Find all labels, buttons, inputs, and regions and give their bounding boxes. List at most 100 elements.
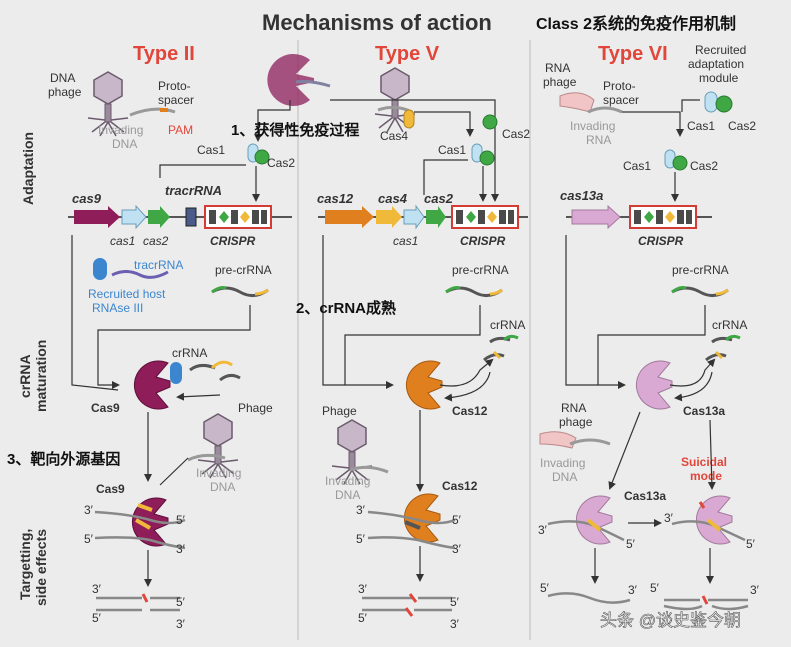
cas9-icon — [133, 360, 171, 410]
svg-text:3′: 3′ — [84, 503, 94, 517]
svg-text:Proto-: Proto- — [603, 79, 636, 93]
svg-text:cas4: cas4 — [378, 191, 408, 206]
svg-text:crRNA: crRNA — [712, 318, 747, 332]
main-title: Mechanisms of action — [262, 10, 492, 35]
svg-text:RNAse III: RNAse III — [92, 301, 143, 315]
svg-text:pre-crRNA: pre-crRNA — [672, 263, 729, 277]
dna-phage-label: DNA — [50, 71, 75, 85]
pre-crrna-label: pre-crRNA — [215, 263, 272, 277]
svg-text:spacer: spacer — [603, 93, 639, 107]
cas2-icon — [254, 149, 270, 165]
svg-text:5′: 5′ — [176, 513, 186, 527]
svg-text:3′: 3′ — [750, 583, 760, 597]
row-label-targeting: Targetting, — [17, 529, 33, 600]
svg-text:3′: 3′ — [358, 582, 368, 596]
svg-text:5′: 5′ — [176, 595, 186, 609]
gene-cas2-arrow — [148, 206, 170, 228]
svg-text:Invading: Invading — [570, 119, 615, 133]
cas9-target-label: Cas9 — [96, 482, 125, 496]
svg-text:3′: 3′ — [176, 617, 186, 631]
gene-cas12-arrow — [325, 206, 374, 228]
tracrrna-label: tracrRNA — [134, 258, 183, 272]
cas4-icon — [403, 109, 415, 129]
row-label-maturation: maturation — [33, 340, 49, 412]
crrna-label: crRNA — [172, 346, 207, 360]
svg-text:3′: 3′ — [356, 503, 366, 517]
svg-text:cas1: cas1 — [110, 234, 135, 248]
svg-text:3′: 3′ — [628, 583, 638, 597]
type5-cas1-label: Cas1 — [438, 143, 466, 157]
svg-text:5′: 5′ — [450, 595, 460, 609]
svg-text:Cas1: Cas1 — [623, 159, 651, 173]
svg-text:CRISPR: CRISPR — [460, 234, 506, 248]
svg-text:Cas13a: Cas13a — [624, 489, 666, 503]
svg-text:Recruited: Recruited — [695, 43, 746, 57]
svg-text:Phage: Phage — [322, 404, 357, 418]
svg-text:5′: 5′ — [356, 532, 366, 546]
pam-label: PAM — [168, 123, 193, 137]
rnase-iii-icon — [93, 258, 107, 280]
phage-label: Phage — [238, 401, 273, 415]
cas9-adaptation-icon — [267, 54, 314, 107]
svg-text:DNA: DNA — [335, 488, 360, 502]
overlay-title: Class 2系统的免疫作用机制 — [536, 14, 736, 33]
type6-column: RNA phage Proto- spacer Invading RNA Rec… — [538, 43, 760, 611]
svg-text:adaptation: adaptation — [688, 57, 744, 71]
svg-text:RNA: RNA — [586, 133, 611, 147]
svg-text:3′: 3′ — [176, 542, 186, 556]
step2-annotation: 2、crRNA成熟 — [296, 299, 396, 317]
svg-text:RNA: RNA — [545, 61, 570, 75]
row-label-crrna: crRNA — [17, 354, 33, 398]
svg-text:cas12: cas12 — [317, 191, 354, 206]
rna-phage-icon — [559, 92, 595, 113]
invading-dna-strand — [129, 107, 176, 117]
type5-column: Cas4 Cas2 Cas1 cas12 cas4 cas2 cas1 CRIS… — [317, 67, 530, 631]
protospacer-label: Proto- — [158, 79, 191, 93]
svg-text:3′: 3′ — [538, 523, 548, 537]
svg-text:phage: phage — [48, 85, 82, 99]
svg-text:3′: 3′ — [92, 582, 102, 596]
svg-text:cas2: cas2 — [143, 234, 169, 248]
svg-text:5′: 5′ — [746, 537, 756, 551]
svg-text:DNA: DNA — [210, 480, 235, 494]
svg-text:cas1: cas1 — [393, 234, 418, 248]
svg-text:phage: phage — [543, 75, 577, 89]
svg-text:5′: 5′ — [540, 581, 550, 595]
svg-text:5′: 5′ — [358, 611, 368, 625]
cas13a-label: Cas13a — [683, 404, 725, 418]
svg-text:pre-crRNA: pre-crRNA — [452, 263, 509, 277]
cas12-target-label: Cas12 — [442, 479, 478, 493]
gene-cas9-label: cas9 — [72, 191, 102, 206]
svg-text:DNA: DNA — [552, 470, 577, 484]
svg-text:Cas2: Cas2 — [502, 127, 530, 141]
svg-text:3′: 3′ — [452, 542, 462, 556]
svg-text:Invading: Invading — [540, 456, 585, 470]
type2-heading: Type II — [133, 43, 195, 65]
svg-text:5′: 5′ — [84, 532, 94, 546]
row-label-adaptation: Adaptation — [20, 132, 36, 205]
tracrrna-gene-box — [185, 207, 197, 227]
svg-text:Cas2: Cas2 — [690, 159, 718, 173]
svg-text:CRISPR: CRISPR — [638, 234, 684, 248]
step3-annotation: 3、靶向外源基因 — [7, 450, 120, 468]
cas2-label: Cas2 — [267, 156, 295, 170]
svg-text:RNA: RNA — [561, 401, 586, 415]
type6-heading: Type VI — [598, 43, 668, 65]
svg-text:phage: phage — [559, 415, 593, 429]
cas1-label: Cas1 — [197, 143, 225, 157]
svg-text:5′: 5′ — [92, 611, 102, 625]
gene-cas9-arrow — [74, 206, 120, 228]
cas9-label: Cas9 — [91, 401, 120, 415]
cas13a-icon — [635, 360, 673, 410]
suicidal-mode-label: Suicidal — [681, 455, 727, 469]
invading-dna-label: Invading — [98, 123, 143, 137]
svg-text:3′: 3′ — [450, 617, 460, 631]
step1-annotation: 1、获得性免疫过程 — [231, 121, 359, 139]
svg-text:3′: 3′ — [664, 511, 674, 525]
type5-heading: Type V — [375, 43, 440, 65]
svg-text:Invading: Invading — [325, 474, 370, 488]
svg-text:Cas2: Cas2 — [728, 119, 756, 133]
gene-tracrrna-label: tracrRNA — [165, 183, 222, 198]
